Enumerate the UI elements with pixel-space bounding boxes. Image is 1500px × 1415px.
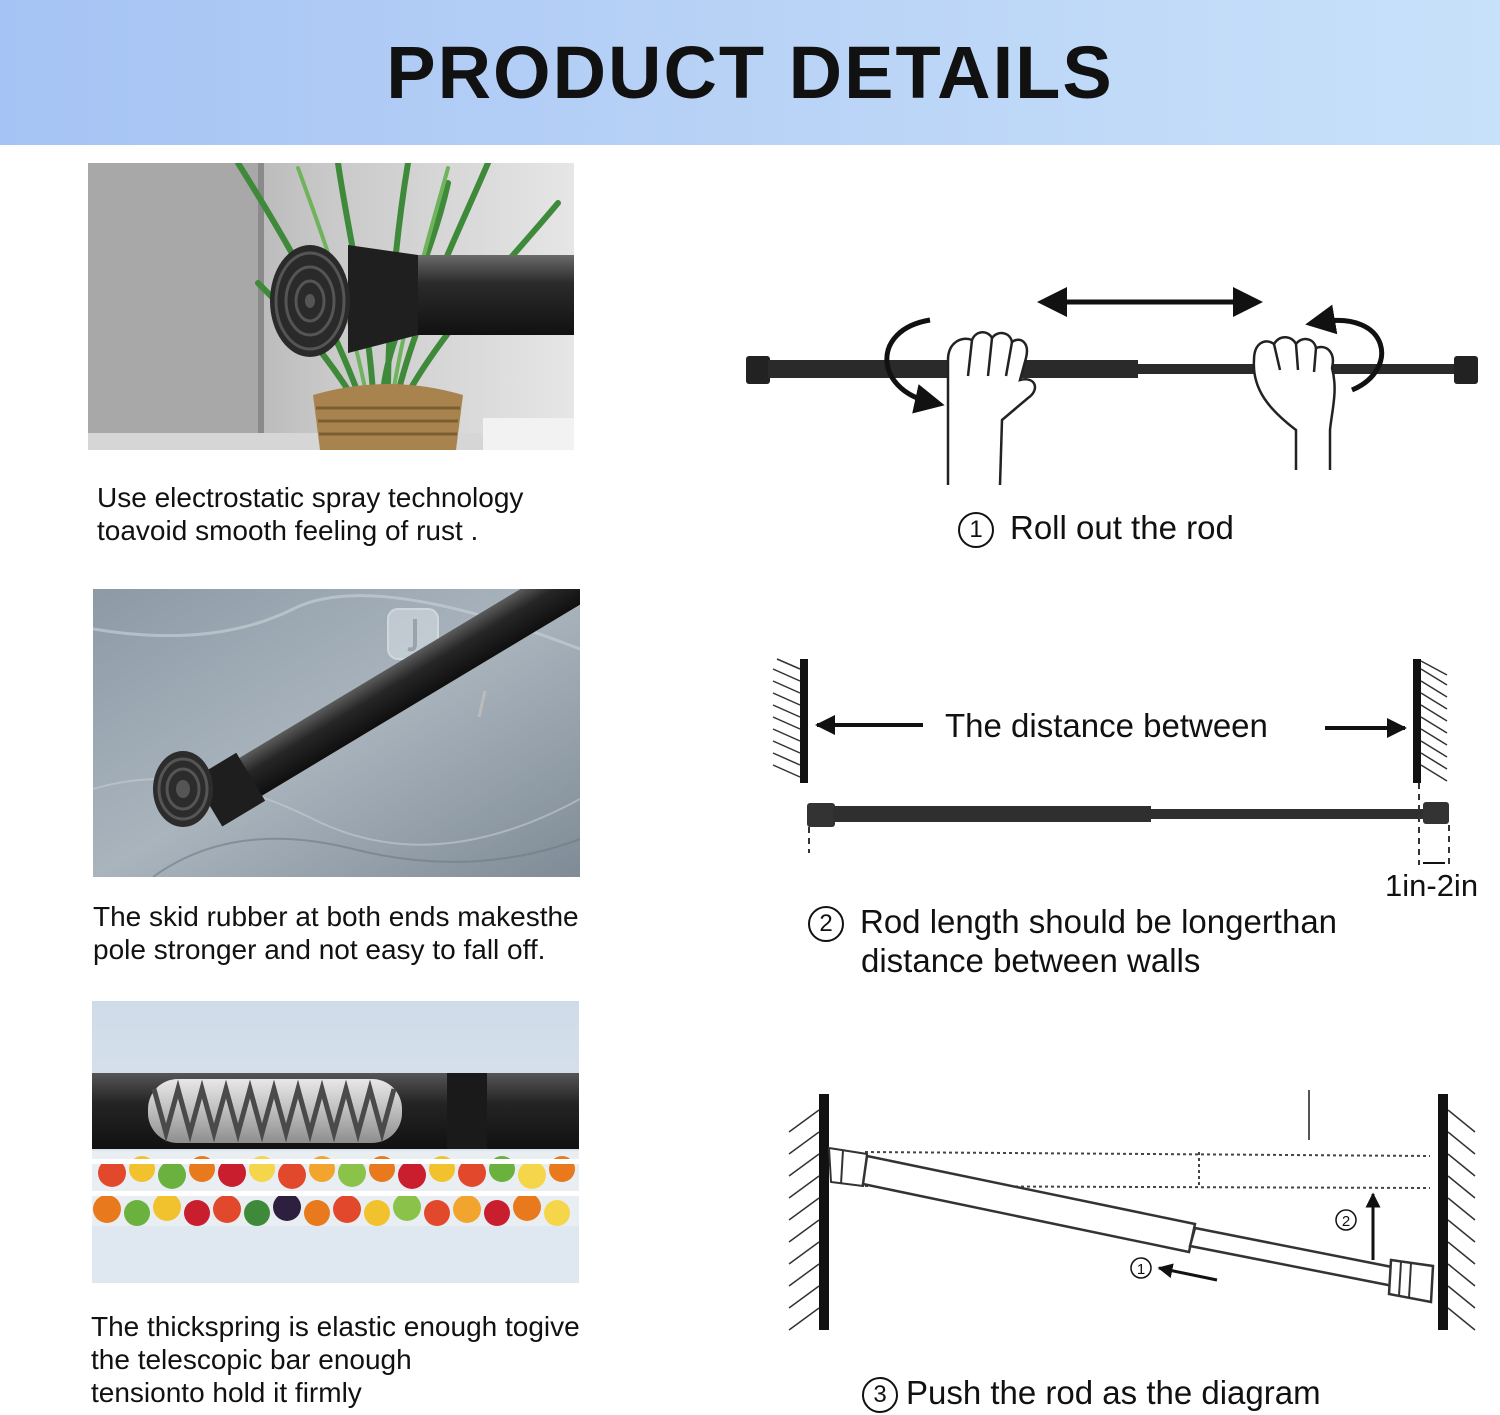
photo-rod-marble-wall — [93, 589, 580, 877]
step-text: Push the rod as the diagram — [906, 1374, 1321, 1411]
distance-label: The distance between — [945, 707, 1268, 744]
rod-tilted-position — [827, 1146, 1435, 1304]
feature-caption-line: The thickspring is elastic enough togive — [91, 1311, 580, 1342]
diagram-roll-out-rod — [740, 280, 1490, 490]
rod-target-position — [864, 1151, 1431, 1189]
step-text: Rod length should be longerthan — [860, 903, 1338, 940]
step-2-label: 2 Rod length should be longerthan distanc… — [808, 903, 1337, 980]
feature-caption-line: pole stronger and not easy to fall off. — [93, 934, 546, 965]
right-hand-icon — [1252, 336, 1336, 470]
diagram-distance-walls: The distance between 1in-2in — [765, 655, 1500, 903]
right-wall-hatching — [1447, 1109, 1476, 1331]
feature-caption-line: The skid rubber at both ends makesthe — [93, 901, 579, 932]
gap-label: 1in-2in — [1385, 868, 1478, 903]
sub-step-mark: 1 — [1137, 1261, 1145, 1278]
push-left-arrow — [1157, 1263, 1218, 1282]
right-wall — [1413, 659, 1421, 783]
header-banner: PRODUCT DETAILS — [0, 0, 1500, 145]
rotate-arrow-left — [884, 317, 945, 414]
left-wall — [819, 1094, 829, 1330]
feature-caption-line: the telescopic bar enough — [91, 1344, 412, 1375]
rotate-arrow-right — [1305, 304, 1385, 393]
rod-inner-tube — [1149, 809, 1427, 819]
step-text: distance between walls — [861, 942, 1201, 979]
step-number-badge: 2 — [808, 906, 844, 942]
diagram-push-rod: 2 1 — [785, 1090, 1485, 1335]
sub-step-mark: 2 — [1342, 1213, 1350, 1230]
photo-rod-end-plant — [88, 163, 574, 450]
right-wall-hatching — [1420, 660, 1448, 782]
feature-caption-line: Use electrostatic spray technology — [97, 482, 524, 513]
feature-caption-line: toavoid smooth feeling of rust . — [97, 515, 479, 546]
feature-caption-1: Use electrostatic spray technology toavo… — [97, 481, 523, 547]
rod-end-cap — [746, 356, 770, 384]
left-wall — [800, 659, 808, 783]
left-wall-hatching — [788, 1109, 820, 1331]
rod-outer-tube — [833, 806, 1151, 822]
left-wall-hatching — [772, 658, 801, 778]
step-number-badge: 3 — [862, 1377, 898, 1413]
feature-caption-line: tensionto hold it firmly — [91, 1377, 362, 1408]
feature-caption-2: The skid rubber at both ends makesthe po… — [93, 900, 579, 966]
step-number-badge: 1 — [958, 512, 994, 548]
step-1-label: 1 Roll out the rod — [958, 509, 1234, 548]
page-title: PRODUCT DETAILS — [386, 31, 1114, 114]
right-wall — [1438, 1094, 1448, 1330]
step-text: Roll out the rod — [1010, 509, 1234, 546]
feature-caption-3: The thickspring is elastic enough togive… — [91, 1310, 580, 1409]
left-hand-icon — [946, 331, 1037, 486]
photo-spring-cutaway — [92, 1001, 579, 1283]
